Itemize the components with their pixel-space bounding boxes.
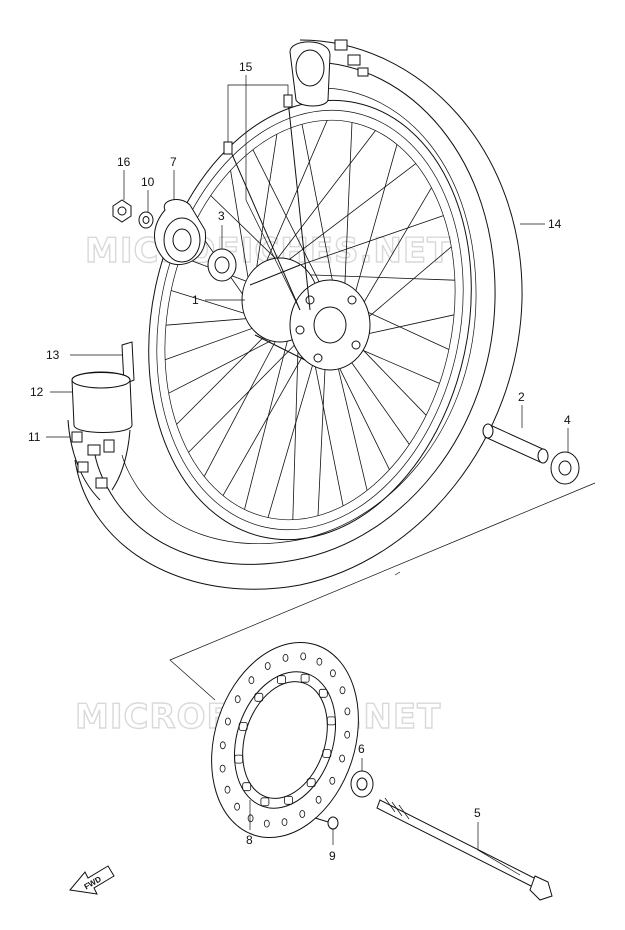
callout-13: 13 (46, 348, 60, 362)
disc-vent-hole (329, 669, 336, 678)
disc-slot (322, 749, 332, 758)
disc-slot (242, 782, 252, 792)
callout-2: 2 (518, 390, 525, 404)
disc-slot (238, 722, 248, 731)
spoke (230, 170, 251, 294)
spoke (299, 274, 455, 281)
spoke (170, 290, 254, 317)
disc-vent-hole (248, 676, 255, 685)
spoke (252, 149, 325, 292)
fwd-arrow: FWD (69, 865, 115, 895)
callout-14: 14 (548, 217, 562, 231)
spoke (254, 134, 278, 283)
disc-vent-hole (219, 741, 226, 750)
callout-3: 3 (218, 209, 225, 223)
disc-vent-hole (329, 776, 336, 785)
callout-12: 12 (30, 385, 44, 399)
disc-vent-hole (339, 686, 346, 695)
front-tire (74, 39, 523, 590)
disc-slot (306, 778, 316, 788)
disc-vent-hole (224, 785, 231, 794)
callout-9: 9 (329, 849, 336, 863)
callout-8: 8 (246, 833, 253, 847)
assembly-guide-lines (169, 482, 596, 701)
spoke (353, 345, 440, 384)
spoke (335, 358, 368, 491)
callout-6: 6 (358, 742, 365, 756)
spoke (260, 120, 328, 274)
disc-vent-hole (234, 802, 241, 811)
rim-band-assembly (67, 341, 135, 501)
callout-5: 5 (474, 806, 481, 820)
disc-slot (260, 797, 270, 807)
disc-vent-hole (224, 717, 231, 726)
callout-7: 7 (170, 155, 177, 169)
disc-vent-hole (315, 795, 322, 804)
axle-collar (350, 770, 374, 798)
callout-16: 16 (117, 155, 131, 169)
disc-vent-hole (247, 814, 254, 823)
disc-vent-hole (299, 810, 306, 818)
spoke (244, 332, 290, 510)
spoke (188, 337, 303, 453)
spoke (358, 314, 455, 337)
disc-vent-hole (264, 662, 271, 670)
disc-slot (284, 795, 293, 805)
tire-tread (289, 39, 369, 107)
callout-4: 4 (564, 413, 571, 427)
leader-lines (46, 75, 569, 876)
spoke (344, 122, 353, 296)
disc-vent-hole (344, 707, 351, 716)
brake-disc (211, 641, 359, 839)
disc-slot (277, 675, 286, 685)
spoke (267, 354, 316, 518)
disc-vent-hole (339, 754, 346, 763)
disc-vent-hole (234, 695, 241, 704)
spoke (345, 353, 410, 445)
spoke (176, 331, 270, 425)
disc-vent-hole (219, 764, 226, 773)
disc-slot (254, 692, 264, 702)
bearing-right (550, 451, 580, 485)
wheel-spokes (164, 120, 455, 520)
bearing-left (207, 248, 237, 282)
callout-15: 15 (239, 60, 253, 74)
disc-slot (318, 688, 328, 698)
spoke (301, 124, 335, 292)
disc-vent-hole (316, 657, 323, 666)
spoke (352, 144, 398, 303)
disc-vent-hole (300, 652, 307, 661)
speedometer-gearbox (154, 199, 206, 265)
disc-slot (300, 673, 310, 683)
disc-vent-hole (282, 654, 289, 662)
disc-bolt (314, 816, 339, 830)
wheel-hub (241, 257, 371, 371)
axle-spacer (482, 423, 549, 464)
spoke (317, 358, 326, 516)
spoke (359, 246, 452, 325)
spoke (222, 347, 308, 496)
spoke (270, 130, 376, 269)
disc-vent-hole (263, 819, 270, 828)
spoke (290, 215, 444, 269)
callout-11: 11 (28, 430, 41, 444)
disc-slot (326, 716, 336, 726)
disc-vent-hole (344, 730, 351, 739)
spoke (164, 325, 261, 361)
front-axle (376, 797, 553, 901)
callouts: 15 16 7 10 3 1 13 12 11 14 2 4 6 5 8 9 (28, 60, 571, 863)
washer (138, 211, 154, 229)
nut (112, 199, 132, 223)
disc-slot (234, 754, 244, 764)
callout-10: 10 (141, 175, 155, 189)
callout-1: 1 (192, 293, 199, 307)
spoke (357, 187, 432, 313)
spoke (203, 333, 280, 477)
disc-vent-hole (281, 818, 288, 826)
